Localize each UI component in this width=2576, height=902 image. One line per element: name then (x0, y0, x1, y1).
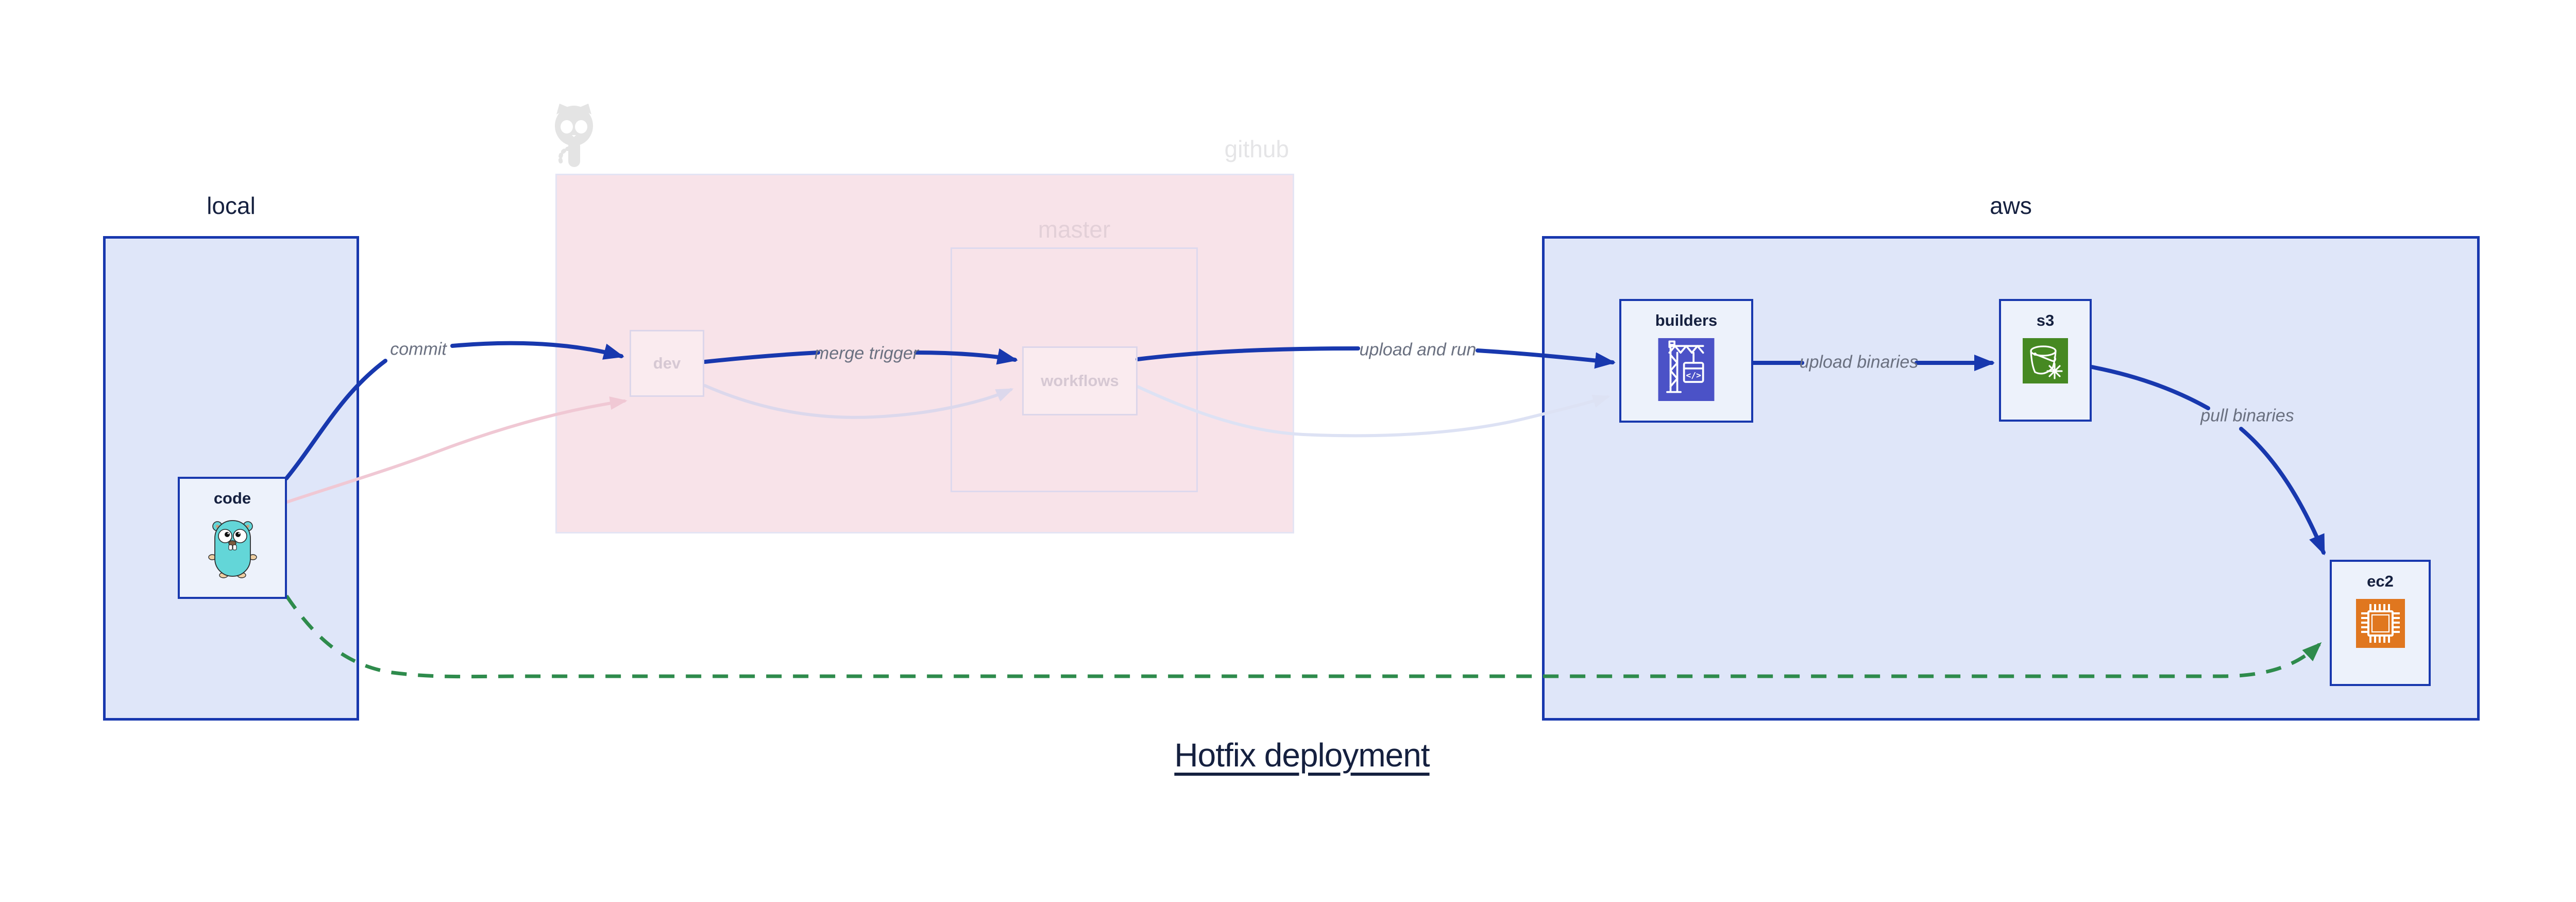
diagram-title: Hotfix deployment (0, 736, 2576, 774)
edge-upload-and-run-line-a (1136, 346, 1360, 361)
edge-dev-to-workflows-faded (703, 384, 1014, 419)
edge-merge-trigger-line-a (703, 350, 820, 364)
edge-label-merge-trigger: merge trigger (814, 343, 919, 363)
group-local-label: local (207, 192, 256, 219)
edge-label-upload-and-run: upload and run (1359, 340, 1477, 360)
edge-pull-binaries-line-b (2239, 427, 2326, 556)
edge-upload-and-run-line-b (1476, 348, 1616, 369)
node-s3: s3 (1999, 299, 2092, 422)
node-dev: dev (630, 330, 704, 397)
github-octocat-icon (555, 104, 593, 167)
edge-hotfix-dashed-line (285, 595, 2322, 679)
edge-label-commit: commit (390, 339, 447, 359)
svg-text:</>: </> (1686, 370, 1701, 380)
node-s3-label: s3 (2036, 311, 2055, 329)
edge-merge-trigger-line-b (914, 348, 1018, 365)
aws-codebuild-icon: </> (1658, 338, 1715, 401)
node-code-label: code (213, 489, 251, 507)
node-builders-label: builders (1655, 311, 1718, 329)
edge-label-upload-binaries: upload binaries (1799, 352, 1919, 372)
node-workflows: workflows (1022, 346, 1138, 415)
edge-pull-binaries-line-a (2090, 365, 2210, 410)
aws-ec2-icon (2355, 599, 2405, 648)
edge-commit-line-b (450, 341, 624, 360)
edge-label-pull-binaries: pull binaries (2200, 406, 2294, 426)
diagram-title-text: Hotfix deployment (1174, 737, 1430, 774)
node-code: code (178, 477, 287, 599)
node-workflows-label: workflows (1041, 372, 1119, 390)
group-master-box (951, 247, 1198, 492)
group-github-label: github (1224, 136, 1289, 162)
group-aws-label: aws (1990, 192, 2032, 219)
edge-commit-line-a (284, 359, 387, 480)
edge-workflows-to-builders-faded (1136, 385, 1611, 438)
node-ec2: ec2 (2330, 560, 2431, 686)
aws-s3-glacier-icon (2023, 338, 2068, 383)
edge-code-to-dev-faded (285, 396, 628, 504)
group-master-label: master (1038, 216, 1111, 243)
node-builders: builders </> (1619, 299, 1753, 423)
go-gopher-icon (208, 520, 257, 578)
node-ec2-label: ec2 (2367, 572, 2394, 590)
node-dev-label: dev (653, 354, 681, 372)
